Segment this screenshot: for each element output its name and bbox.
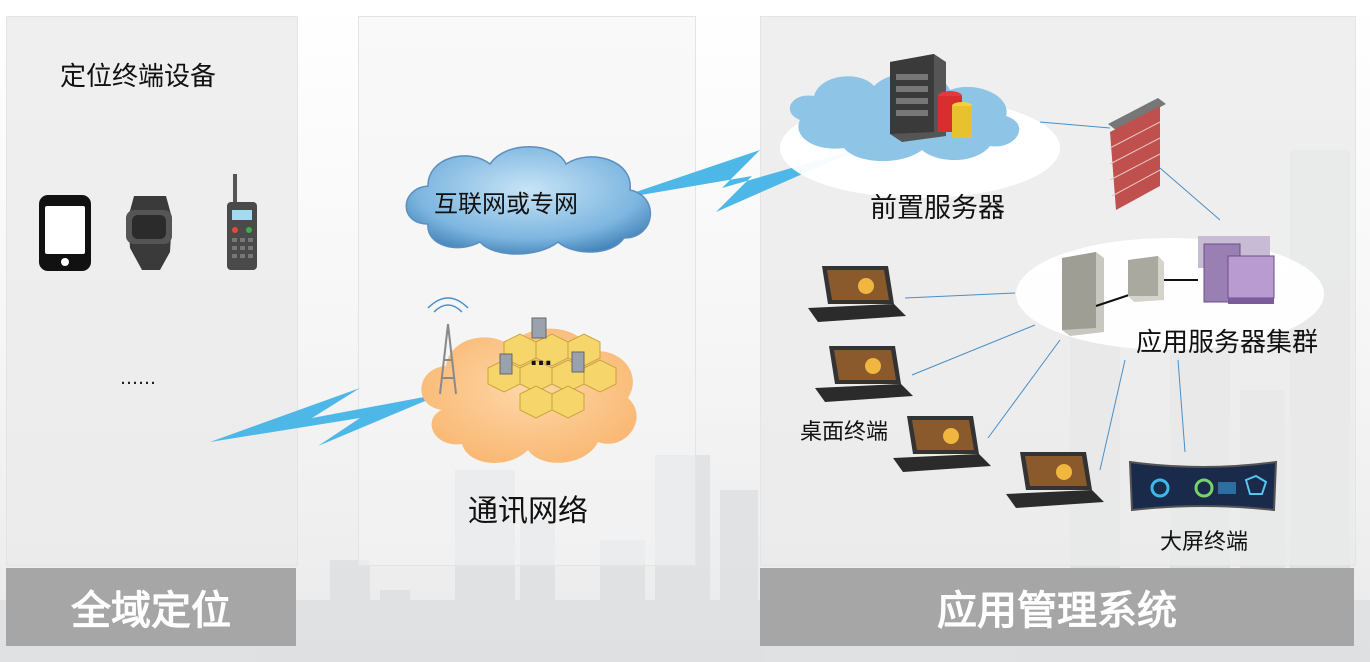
line-cluster-to-laptop-2	[911, 324, 1036, 376]
cells-ellipsis: …	[530, 346, 552, 371]
cluster-workstation-icon	[1198, 236, 1275, 304]
laptop-icon-2	[815, 346, 913, 402]
laptop-icon-3	[893, 416, 991, 472]
large-screen-label: 大屏终端	[1160, 530, 1249, 555]
radio-tower-icon	[427, 297, 469, 395]
cluster-server-small-icon	[1128, 256, 1164, 302]
terminal-devices-title: 定位终端设备	[60, 62, 217, 92]
global-positioning-footer: 全域定位	[6, 568, 296, 646]
walkie-talkie-icon	[227, 174, 257, 270]
cluster-server-tall-icon	[1062, 252, 1104, 336]
application-management-footer: 应用管理系统	[760, 568, 1354, 646]
line-firewall-to-cluster	[1159, 167, 1221, 221]
left-panel	[6, 16, 298, 566]
server-cluster-group	[1016, 236, 1324, 350]
base-station-icons	[499, 317, 585, 375]
line-cluster-to-laptop-4	[1099, 359, 1126, 471]
smartphone-icon	[39, 195, 91, 271]
app-server-cluster-label: 应用服务器集群	[1136, 328, 1319, 358]
lightning-bolt-right	[612, 140, 880, 212]
line-cluster-to-laptop-3	[987, 339, 1061, 439]
laptop-icon-4	[1006, 452, 1104, 508]
firewall-icon	[1108, 98, 1166, 210]
cellular-network-cloud	[421, 297, 637, 463]
line-front-to-firewall	[1039, 121, 1111, 129]
middle-panel	[358, 16, 696, 566]
front-server-label: 前置服务器	[870, 193, 1005, 224]
communication-network-label: 通讯网络	[468, 494, 588, 529]
large-screen-icon	[1128, 460, 1278, 512]
line-cluster-to-laptop-1	[904, 292, 1016, 299]
internet-cloud-label: 互联网或专网	[434, 190, 578, 218]
line-cluster-to-screen	[1177, 359, 1186, 453]
laptop-icon-1	[808, 266, 906, 322]
lightning-bolt-left	[210, 380, 475, 446]
desktop-terminal-label: 桌面终端	[800, 420, 889, 445]
front-server-icon	[890, 54, 972, 142]
internet-cloud	[405, 146, 652, 255]
more-devices-ellipsis: ……	[120, 368, 156, 389]
smartwatch-icon	[126, 196, 172, 270]
